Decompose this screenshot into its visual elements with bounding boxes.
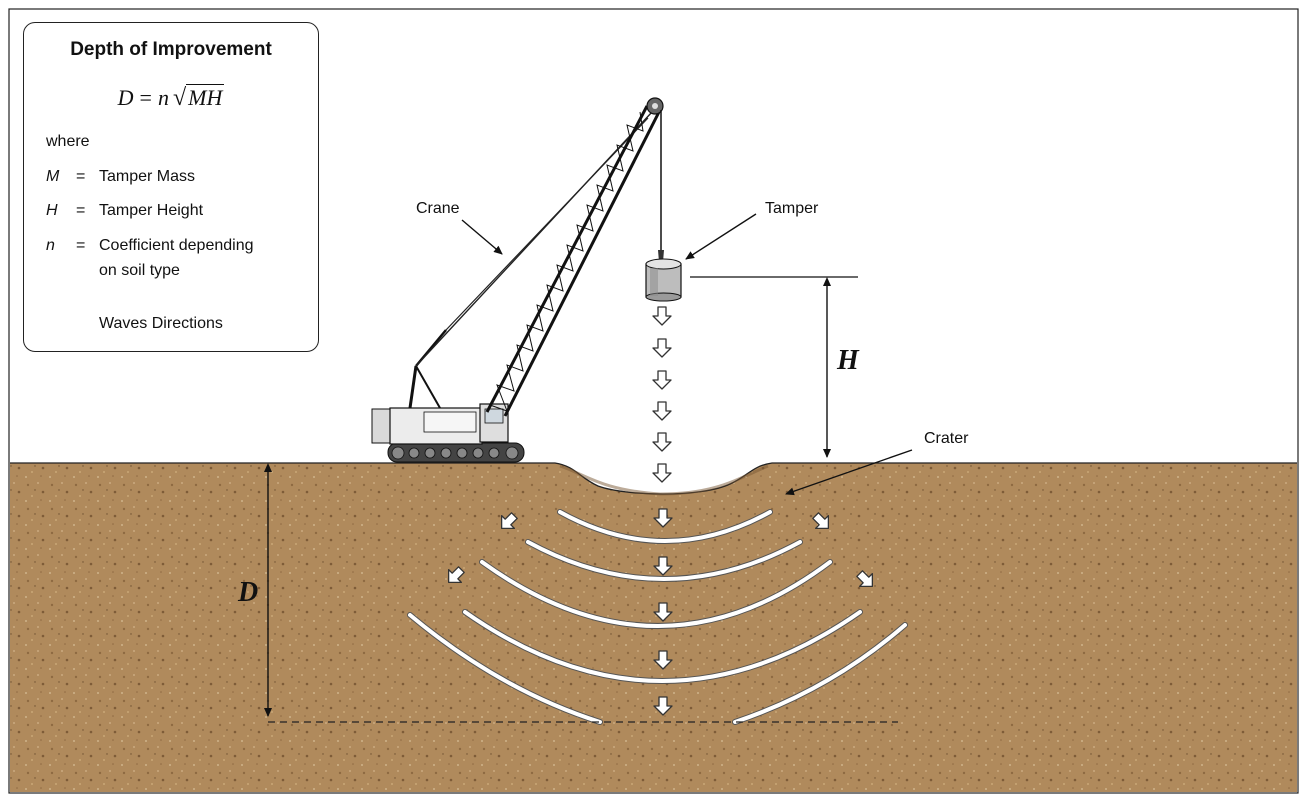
legend-desc-n-line2: on soil type	[99, 262, 180, 279]
formula-radicand: MH	[186, 84, 225, 110]
tamper-pointer-arrow	[685, 213, 757, 260]
legend-where: where	[46, 133, 90, 150]
legend-equals-h: =	[76, 202, 86, 219]
formula-lhs: D	[117, 85, 134, 110]
wave-fronts	[407, 509, 908, 725]
legend-desc-m: Tamper Mass	[99, 168, 196, 185]
depth-label: D	[238, 577, 259, 608]
legend-equals-m: =	[76, 168, 86, 185]
formula-equals: =	[139, 85, 152, 110]
falling-arrows	[652, 306, 672, 483]
tamper-weight	[645, 258, 682, 302]
formula-n: n	[157, 85, 169, 110]
height-label: H	[837, 345, 859, 376]
crane-counterweight	[371, 408, 393, 444]
square-root-icon: √	[172, 85, 187, 111]
legend-symbol-h: H	[46, 202, 58, 219]
legend-desc-n: Coefficient depending	[99, 237, 254, 254]
legend-symbol-m: M	[46, 168, 60, 185]
outer-frame	[8, 8, 1299, 794]
legend-symbol-n: n	[46, 237, 55, 254]
legend-equals-n: =	[76, 237, 86, 254]
crane	[371, 97, 682, 463]
crater-pointer-arrow	[785, 449, 913, 496]
legend-panel: Depth of Improvement D=n√MH where M = Ta…	[23, 22, 319, 352]
depth-formula: D=n√MH	[24, 84, 318, 112]
legend-arrow-label: Waves Directions	[99, 315, 223, 332]
legend-desc-h: Tamper Height	[99, 202, 204, 219]
crane-label: Crane	[416, 200, 460, 217]
crane-tracks	[387, 442, 525, 463]
crane-boom	[485, 105, 662, 417]
crater-rim	[559, 464, 769, 496]
crane-pointer-arrow	[461, 219, 503, 255]
crater-label: Crater	[924, 430, 969, 447]
tamper-label: Tamper	[765, 200, 819, 217]
legend-title: Depth of Improvement	[70, 39, 272, 60]
